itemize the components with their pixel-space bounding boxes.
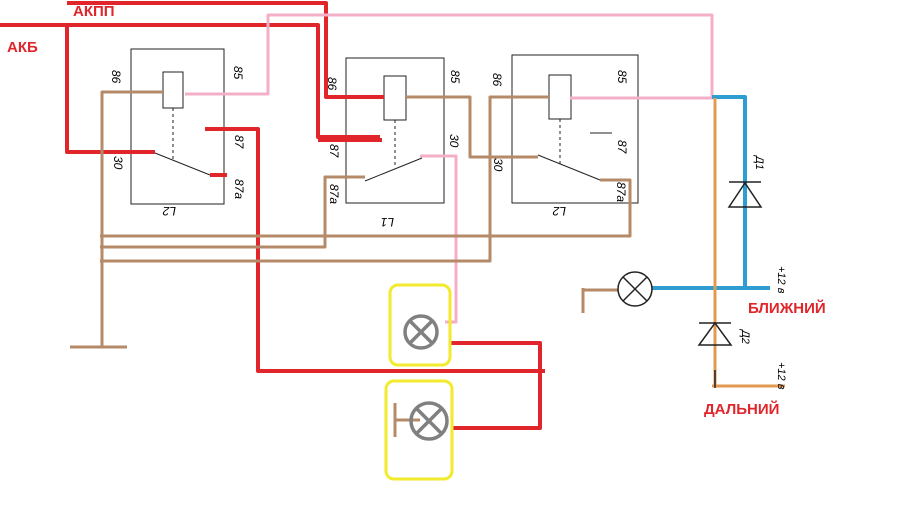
diode-d2 [697, 321, 733, 346]
label-plus12-top: +12 в [775, 266, 787, 294]
headlamp-top-icon [403, 314, 439, 350]
relay-left-pin-30: 30 [111, 156, 125, 170]
headlamp-bottom-icon [409, 401, 449, 441]
relay-left-pin-85: 85 [231, 66, 245, 80]
relay-middle-pin-85: 85 [448, 70, 462, 84]
relay-switch-left [154, 152, 211, 176]
orange-wires [712, 98, 785, 388]
label-akb: АКБ [7, 39, 38, 56]
relay-left-pin-87: 87 [232, 135, 246, 150]
relay-box-left [130, 48, 225, 205]
relay-right-pin-85: 85 [615, 70, 629, 84]
red-wires [0, 1, 545, 430]
relay-right-pin-87a: 87a [614, 182, 628, 202]
relay-left-name: L2 [162, 204, 176, 218]
relay-middle-pin-30: 30 [447, 134, 461, 148]
relay-box-right [511, 54, 639, 204]
brown-wires [70, 90, 632, 437]
relay-coil-left [162, 71, 184, 109]
relay-middle-pin-87: 87 [327, 144, 341, 159]
relay-middle-pin-86: 86 [325, 77, 339, 91]
diode-d1 [727, 181, 763, 208]
relay-middle-pin-87a: 87a [327, 184, 341, 204]
relay-right-pin-30: 30 [491, 158, 505, 172]
label-plus12-bottom: +12 в [775, 362, 787, 390]
relay-left-pin-87a: 87a [232, 179, 246, 199]
label-blizhniy: БЛИЖНИЙ [748, 299, 826, 317]
relay-switch-middle [364, 157, 423, 182]
relay-left-pin-86: 86 [109, 70, 123, 84]
label-d2: Д2 [739, 328, 751, 344]
headlamp-housing-top [388, 283, 452, 367]
label-d1: Д1 [753, 154, 765, 170]
headlamp-housing-bottom [384, 379, 454, 481]
label-dalniy: ДАЛЬНИЙ [704, 400, 779, 418]
relay-right-pin-86: 86 [490, 73, 504, 87]
relay-middle-name: L1 [381, 215, 394, 229]
relay-right-pin-87: 87 [615, 140, 629, 155]
blue-wires [652, 95, 770, 290]
lamp-icon [617, 271, 653, 307]
relay-coil-middle [383, 75, 407, 121]
relay-switch-right [537, 154, 601, 181]
relay-box-middle [345, 57, 445, 204]
label-akpp: АКПП [73, 3, 115, 20]
relay-coil-right [548, 74, 572, 120]
relay-right-name: L2 [552, 204, 566, 218]
